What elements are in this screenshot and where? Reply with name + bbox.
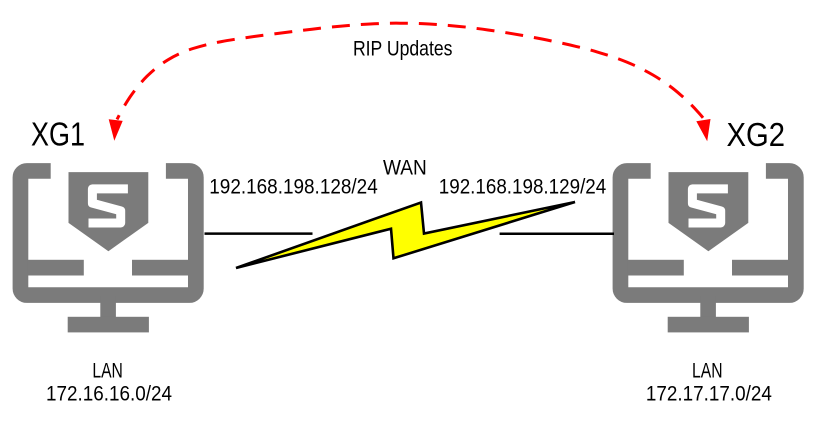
svg-text:192.168.198.128/24: 192.168.198.128/24 [209, 176, 378, 199]
svg-text:172.16.16.0/24: 172.16.16.0/24 [46, 383, 172, 406]
svg-text:WAN: WAN [383, 156, 427, 180]
svg-text:XG2: XG2 [727, 116, 786, 153]
svg-text:172.17.17.0/24: 172.17.17.0/24 [646, 383, 772, 406]
svg-text:LAN: LAN [692, 359, 723, 382]
svg-text:192.168.198.129/24: 192.168.198.129/24 [439, 176, 607, 199]
svg-text:RIP Updates: RIP Updates [353, 37, 453, 61]
svg-text:XG1: XG1 [31, 115, 85, 152]
svg-text:LAN: LAN [92, 359, 123, 382]
